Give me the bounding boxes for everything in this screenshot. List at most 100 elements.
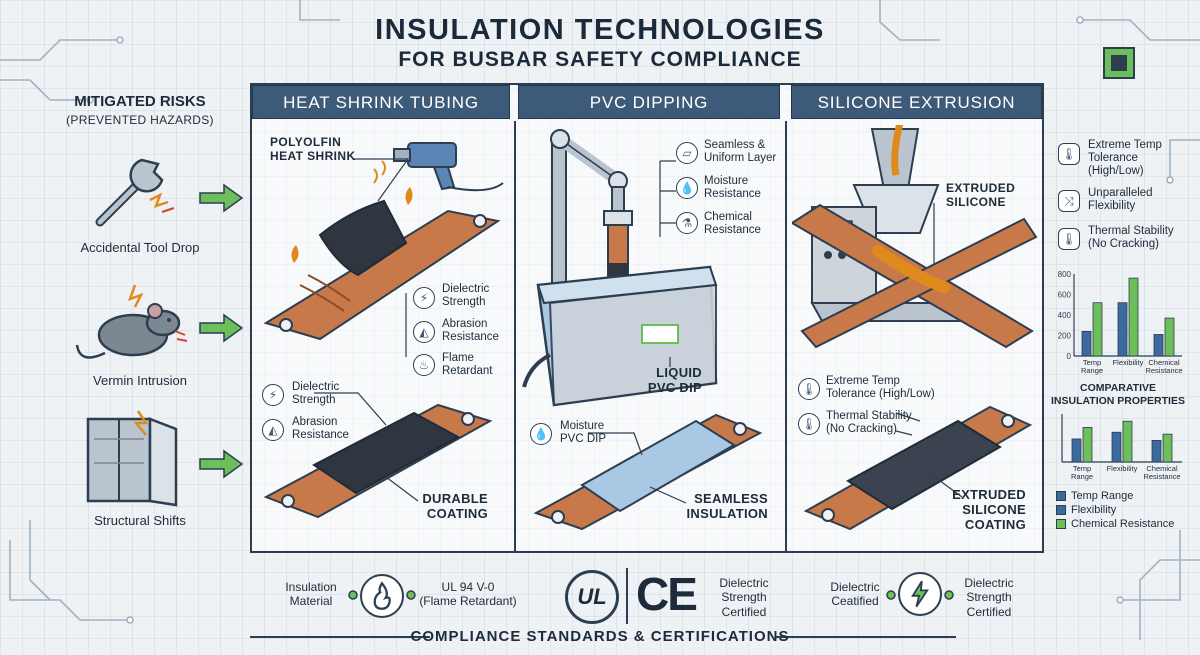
connector-dot: [886, 590, 896, 600]
feature-flame: Flame Retardant: [442, 352, 493, 378]
legend-swatch: [1056, 491, 1066, 501]
legend-label: Chemical Resistance: [1071, 518, 1175, 530]
y-tick-label: 800: [1058, 270, 1072, 279]
category-label: Resistance: [1143, 472, 1180, 481]
lightning-icon: ⚡: [413, 287, 435, 309]
risk-label-tool-drop: Accidental Tool Drop: [80, 240, 200, 255]
pvc-dipping-illustration: [522, 129, 763, 531]
footer-ce-label: Dielectric Strength Certified: [719, 576, 769, 619]
legend-item: Chemical Resistance: [1056, 517, 1196, 531]
page-subtitle: FOR BUSBAR SAFETY COMPLIANCE: [398, 48, 802, 71]
connector-dot: [944, 590, 954, 600]
category-label: Temp: [1073, 464, 1091, 473]
ce-mark-icon: CE: [636, 568, 698, 620]
footer-insulation-material: Insulation Material: [285, 580, 337, 609]
category-label: Flexibility: [1113, 358, 1144, 367]
bar: [1151, 440, 1162, 463]
y-tick-label: 0: [1067, 352, 1072, 361]
thermometer-icon: 🌡: [1058, 228, 1080, 250]
bar: [1153, 334, 1164, 357]
bar: [1162, 433, 1173, 463]
rat-icon: [75, 284, 188, 359]
bar: [1164, 317, 1175, 357]
bar: [1117, 302, 1128, 357]
caption-extruded-silicone: EXTRUDED SILICONE COATING: [952, 487, 1026, 532]
y-tick-label: 600: [1058, 291, 1072, 300]
chart-legend: Temp Range Flexibility Chemical Resistan…: [1056, 489, 1196, 531]
footer-dielectric-certified: Dielectric Ceatified: [830, 580, 880, 609]
bar: [1082, 427, 1093, 463]
silicone-extrusion-illustration: [792, 125, 1038, 531]
label-liquid-pvc: LIQUID PVC DIP: [647, 365, 702, 395]
feature-moisture: Moisture Resistance: [704, 175, 761, 201]
feature-thermal-stability: Thermal Stability (No Cracking): [826, 410, 912, 436]
arrow-icon: [199, 449, 244, 479]
flame-badge-icon: [360, 574, 404, 618]
bar: [1128, 277, 1139, 357]
category-label: Chemical: [1146, 464, 1178, 473]
cabinet-icon: [86, 410, 178, 507]
droplet-icon: 💧: [530, 423, 552, 445]
category-label: Temp: [1083, 358, 1101, 367]
thermometer-icon: 🌡: [798, 413, 820, 435]
caption-seamless-insulation: SEAMLESS INSULATION: [686, 491, 768, 521]
lightning-icon: ⚡: [262, 384, 284, 406]
feature-dielectric-bottom: Dielectric Strength: [292, 381, 340, 407]
legend-label: Temp Range: [1071, 490, 1134, 502]
legend-item: Flexibility: [1056, 503, 1196, 517]
legend-swatch: [1056, 519, 1066, 529]
connector-dot: [348, 590, 358, 600]
category-label: Chemical: [1148, 358, 1180, 367]
connector-dot: [406, 590, 416, 600]
footer-separator: [626, 568, 628, 624]
label-polyolefin: POLYOLFIN HEAT SHRINK: [270, 135, 356, 163]
feature-dielectric: Dielectric Strength: [442, 283, 490, 309]
feature-abrasion: Abrasion Resistance: [442, 318, 499, 344]
thermometer-icon: 🌡: [798, 378, 820, 400]
column-divider: [514, 121, 516, 551]
heading-silicone-extrusion: SILICONE EXTRUSION: [791, 85, 1042, 119]
wrench-icon: [95, 158, 175, 227]
heat-shrink-illustration: [263, 142, 504, 519]
label-extruded-silicone: EXTRUDED SILICONE: [946, 181, 1016, 209]
ul-mark-icon: UL: [565, 570, 619, 624]
lightning-badge-icon: [898, 572, 942, 616]
risk-label-structural: Structural Shifts: [94, 513, 186, 528]
feature-moisture-pvc: Moisture PVC DIP: [560, 420, 607, 446]
heading-pvc-dipping: PVC DIPPING: [518, 85, 780, 119]
legend-label: Flexibility: [1071, 504, 1117, 516]
heat-gun-icon: [373, 142, 504, 192]
risk-label-vermin: Vermin Intrusion: [93, 373, 187, 388]
footer-ul94: UL 94 V-0 (Flame Retardant): [419, 580, 517, 609]
bar: [1122, 420, 1133, 463]
footer-rule: [776, 636, 956, 638]
risks-subtitle: (PREVENTED HAZARDS): [66, 113, 214, 127]
flex-arrows-icon: ⤨: [1058, 190, 1080, 212]
flame-icon: ♨: [413, 354, 435, 376]
arrow-icon: [199, 183, 244, 213]
category-label: Flexibility: [1107, 464, 1138, 473]
legend-swatch: [1056, 505, 1066, 515]
footer-dielectric-strength: Dielectric Strength Certified: [964, 576, 1014, 619]
property-thermal-stability: Thermal Stability (No Cracking): [1088, 225, 1174, 251]
abrasion-icon: ◭: [413, 321, 435, 343]
layer-icon: ▱: [676, 142, 698, 164]
thermometer-icon: 🌡: [1058, 143, 1080, 165]
footer-rule: [250, 636, 430, 638]
property-flexibility: Unparalleled Flexibility: [1088, 187, 1153, 213]
arrow-icon: [199, 313, 244, 343]
bar: [1092, 302, 1103, 357]
risks-title: MITIGATED RISKS: [74, 93, 206, 110]
chart-title: COMPARATIVE INSULATION PROPERTIES: [1051, 382, 1185, 407]
page-title: INSULATION TECHNOLOGIES: [375, 14, 825, 46]
category-label: Range: [1081, 366, 1103, 375]
property-extreme-temp: Extreme Temp Tolerance (High/Low): [1088, 139, 1162, 178]
y-tick-label: 200: [1058, 332, 1072, 341]
feature-extreme-temp: Extreme Temp Tolerance (High/Low): [826, 375, 935, 401]
droplet-icon: 💧: [676, 177, 698, 199]
feature-seamless: Seamless & Uniform Layer: [704, 139, 777, 165]
y-tick-label: 400: [1058, 311, 1072, 320]
feature-chemical: Chemical Resistance: [704, 211, 761, 237]
